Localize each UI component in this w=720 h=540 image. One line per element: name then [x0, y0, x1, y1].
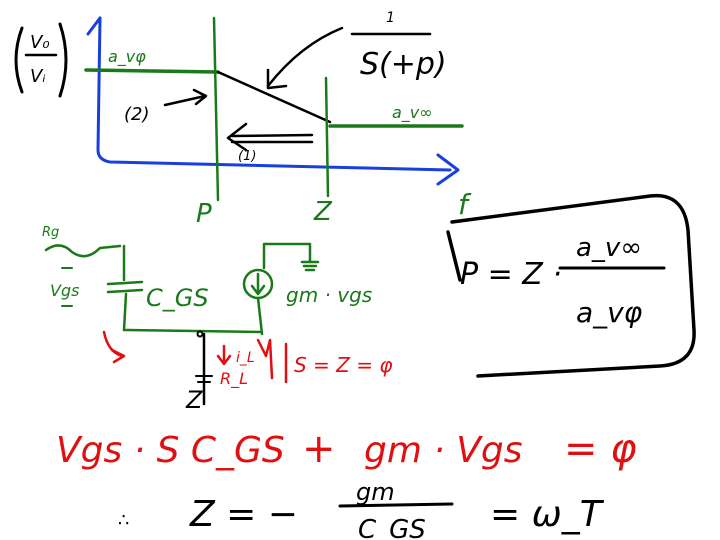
dc-gain-line	[84, 68, 220, 74]
ratio-top: V₀	[30, 32, 50, 53]
rg-label: Rg	[42, 225, 59, 240]
gain-ratio: V₀ Vᵢ	[14, 22, 68, 98]
equation-line-2: ∴ Z = − gm C_GS = ω_T	[118, 478, 605, 540]
cgs-plate-2	[106, 288, 144, 294]
gm-label: gm · vgs	[286, 283, 372, 307]
bottom-wire	[122, 328, 264, 334]
rolloff-line	[216, 70, 332, 124]
box-eq-num: a_v∞	[576, 233, 642, 263]
gain-inf-label: a_v∞	[392, 103, 433, 123]
label-1: (1)	[238, 149, 256, 164]
source-bottom-wire	[256, 296, 264, 336]
eq1-eq: = φ	[564, 426, 637, 472]
node-dot	[196, 330, 204, 338]
pole-pointer-arrow	[266, 26, 344, 88]
current-source-arrow	[250, 272, 266, 296]
box-eq-left: P = Z ·	[460, 257, 562, 292]
rg-resistor	[44, 244, 122, 258]
box-outline	[450, 193, 696, 378]
vgs-label: Vgs	[50, 281, 79, 300]
s-eq-z: S = Z = φ	[294, 353, 393, 377]
zero-marker	[324, 76, 330, 198]
load-ground	[195, 375, 213, 383]
pole-label: P	[196, 199, 212, 229]
eq2-num: gm	[356, 478, 395, 506]
label-2-arrowhead	[192, 88, 208, 106]
eq2-therefore: ∴	[118, 510, 129, 531]
bode-plot: a_vφ a_v∞ (2) (1) 1 S(+p) P Z f	[84, 10, 472, 229]
label-2: (2)	[124, 104, 150, 125]
box-eq-den: a_vφ	[576, 296, 643, 329]
pole-zero-relation-box: P = Z · a_v∞ a_vφ	[446, 193, 696, 378]
right-bracket	[58, 22, 68, 98]
eq1-right: gm · Vgs	[364, 430, 522, 471]
box-left-edge	[446, 230, 462, 282]
y-and-x-axis	[96, 16, 452, 172]
y-axis-arrowhead	[86, 16, 102, 36]
label-1-arrowhead	[226, 122, 248, 152]
ground-symbol	[300, 260, 320, 272]
equation-line-1: Vgs · S C_GS + gm · Vgs = φ	[56, 426, 637, 472]
red-squiggle	[256, 338, 274, 380]
ratio-bottom: Vᵢ	[30, 66, 46, 87]
pole-pointer-arrowhead	[266, 68, 288, 90]
eq2-left: Z = −	[189, 494, 298, 535]
red-arrow-left-head	[110, 348, 126, 364]
il-label: i_L	[236, 350, 255, 366]
freq-label: f	[458, 188, 472, 221]
eq2-fraction-bar	[338, 502, 454, 508]
cgs-label: C_GS	[146, 284, 209, 312]
z-label: Z	[185, 386, 203, 414]
small-signal-circuit: Rg Vgs C_GS gm · vgs Z i_L R_L S = Z = φ	[42, 225, 393, 414]
eq1-plus: +	[302, 426, 336, 472]
cgs-plate-1	[106, 280, 144, 286]
pole-fraction-den: S(+p)	[360, 47, 447, 82]
eq2-right: = ω_T	[490, 494, 605, 535]
pole-marker	[212, 16, 220, 202]
zero-label: Z	[313, 197, 333, 227]
eq1-left: Vgs · S C_GS	[56, 430, 285, 471]
il-arrow	[216, 344, 232, 366]
x-axis-arrowhead	[436, 153, 460, 186]
eq2-den: C_GS	[358, 515, 426, 540]
label-1-arrow	[230, 133, 314, 138]
source-top-wire	[262, 242, 312, 270]
left-bracket	[14, 26, 24, 94]
label-2-arrow	[163, 94, 207, 107]
pole-fraction-num: 1	[386, 10, 395, 26]
gain-dc-label: a_vφ	[108, 47, 146, 67]
rl-label: R_L	[220, 369, 248, 389]
cgs-bottom-lead	[122, 292, 128, 332]
